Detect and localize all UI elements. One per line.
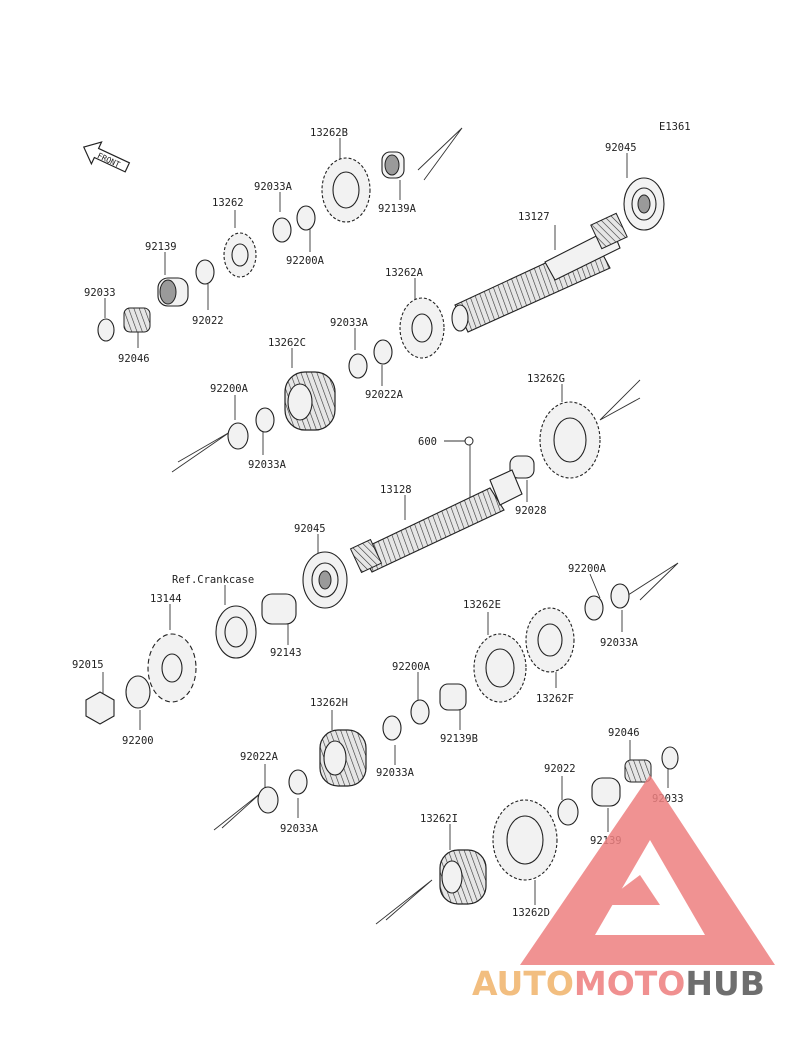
bushing-92139B bbox=[439, 683, 467, 711]
oil-seal bbox=[215, 605, 257, 659]
label-92033A-3: 92033A bbox=[248, 459, 287, 471]
shaft-13128 bbox=[349, 469, 523, 574]
gear-13262H bbox=[319, 729, 367, 787]
label-92028: 92028 bbox=[515, 505, 547, 517]
label-92033A-5: 92033A bbox=[376, 767, 415, 779]
label-92015: 92015 bbox=[72, 659, 104, 671]
label-92045-top: 92045 bbox=[605, 142, 637, 154]
shaft-13127 bbox=[451, 212, 628, 333]
bushing-92139-1 bbox=[157, 277, 189, 307]
label-13262: 13262 bbox=[212, 197, 244, 209]
ref-crankcase-label: Ref.Crankcase bbox=[172, 574, 254, 586]
watermark-moto: MOTO bbox=[574, 964, 685, 1003]
label-13262F: 13262F bbox=[536, 693, 574, 705]
washer-92022A-1 bbox=[373, 339, 393, 365]
label-13128: 13128 bbox=[380, 484, 412, 496]
label-92200A-2: 92200A bbox=[210, 383, 249, 395]
gear-13262 bbox=[223, 232, 257, 278]
label-92022A-2: 92022A bbox=[240, 751, 279, 763]
label-600: 600 bbox=[418, 436, 437, 448]
label-92139B: 92139B bbox=[440, 733, 478, 745]
washer-92022A-2 bbox=[257, 786, 279, 814]
circlip-92033A-1 bbox=[272, 217, 292, 243]
label-13262A: 13262A bbox=[385, 267, 424, 279]
label-92033A-1: 92033A bbox=[254, 181, 293, 193]
bearing-92045-mid bbox=[302, 551, 348, 609]
watermark-hub: HUB bbox=[685, 964, 765, 1003]
label-92033A-6: 92033A bbox=[280, 823, 319, 835]
watermark-triangle-icon bbox=[520, 775, 775, 965]
bearing-92045-top bbox=[623, 177, 665, 231]
ball-600 bbox=[464, 436, 474, 446]
watermark-inner-mark-icon bbox=[600, 875, 660, 905]
label-92200: 92200 bbox=[122, 735, 154, 747]
circlip-92033A-6 bbox=[288, 769, 308, 795]
bushing-92028 bbox=[509, 455, 535, 479]
label-92046-1: 92046 bbox=[118, 353, 150, 365]
label-13262C: 13262C bbox=[268, 337, 306, 349]
circlip-92033-2 bbox=[661, 746, 679, 770]
label-92033A-2: 92033A bbox=[330, 317, 369, 329]
watermark-text: AUTOMOTOHUB bbox=[472, 964, 765, 1003]
automotohub-watermark: AUTOMOTOHUB bbox=[472, 775, 775, 1003]
gear-13262I bbox=[439, 849, 487, 905]
label-92033-1: 92033 bbox=[84, 287, 116, 299]
diagram-code: E1361 bbox=[659, 121, 691, 133]
washer-92200 bbox=[125, 675, 151, 709]
nut-92015 bbox=[85, 691, 115, 725]
label-13144: 13144 bbox=[150, 593, 182, 605]
circlip-92033A-4 bbox=[610, 583, 630, 609]
label-13262B: 13262B bbox=[310, 127, 348, 139]
label-92200A-3: 92200A bbox=[568, 563, 607, 575]
label-92143: 92143 bbox=[270, 647, 302, 659]
label-13262G: 13262G bbox=[527, 373, 565, 385]
sprocket-13144 bbox=[147, 633, 197, 703]
washer-92200A-2 bbox=[227, 422, 249, 450]
label-92200A-4: 92200A bbox=[392, 661, 431, 673]
front-arrow-icon: FRONT bbox=[82, 141, 131, 173]
label-92022-1: 92022 bbox=[192, 315, 224, 327]
label-13127: 13127 bbox=[518, 211, 550, 223]
circlip-92033-1 bbox=[97, 318, 115, 342]
bushing-92139A bbox=[381, 151, 405, 179]
collar-92143 bbox=[261, 593, 297, 625]
label-13262I: 13262I bbox=[420, 813, 458, 825]
circlip-92033A-2 bbox=[348, 353, 368, 379]
watermark-auto: AUTO bbox=[472, 964, 574, 1003]
washer-92022-2 bbox=[557, 798, 579, 826]
gear-13262D bbox=[492, 799, 558, 881]
circlip-92033A-5 bbox=[382, 715, 402, 741]
gear-13262E bbox=[473, 633, 527, 703]
label-13262E: 13262E bbox=[463, 599, 501, 611]
needle-bearing-92046-2 bbox=[624, 759, 652, 783]
label-92033A-4: 92033A bbox=[600, 637, 639, 649]
bushing-92139-2 bbox=[591, 777, 621, 807]
label-92200A-1: 92200A bbox=[286, 255, 325, 267]
gear-13262B bbox=[321, 157, 371, 223]
label-92022A-1: 92022A bbox=[365, 389, 404, 401]
gear-13262F bbox=[525, 607, 575, 673]
gear-13262G bbox=[539, 401, 601, 479]
label-92045-mid: 92045 bbox=[294, 523, 326, 535]
label-92139-1: 92139 bbox=[145, 241, 177, 253]
label-13262H: 13262H bbox=[310, 697, 348, 709]
needle-bearing-92046-1 bbox=[123, 307, 151, 333]
washer-92200A-3 bbox=[584, 595, 604, 621]
label-13262D: 13262D bbox=[512, 907, 550, 919]
gear-13262A bbox=[399, 297, 445, 359]
gear-13262C bbox=[284, 371, 336, 431]
label-92139A: 92139A bbox=[378, 203, 417, 215]
washer-92200A-1 bbox=[296, 205, 316, 231]
washer-92022-1 bbox=[195, 259, 215, 285]
washer-92200A-4 bbox=[410, 699, 430, 725]
part-labels: 13262B 92139A 92045 92033A 13262 92200A … bbox=[72, 127, 684, 919]
label-92046-2: 92046 bbox=[608, 727, 640, 739]
label-92022-2: 92022 bbox=[544, 763, 576, 775]
circlip-92033A-3 bbox=[255, 407, 275, 433]
